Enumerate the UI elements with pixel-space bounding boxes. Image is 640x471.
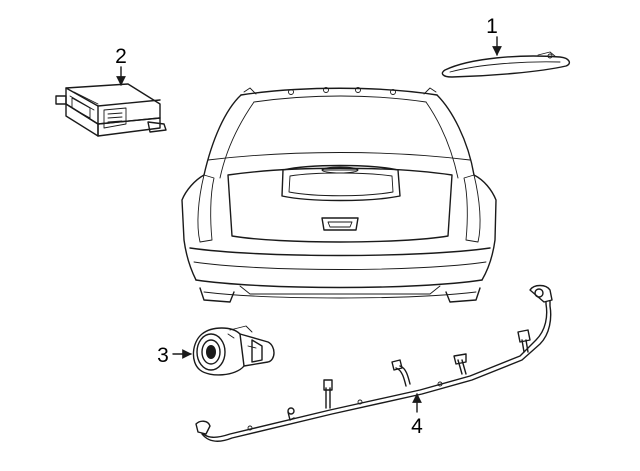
part-2-control-module bbox=[55, 83, 167, 137]
callout-1: 1 bbox=[486, 15, 502, 56]
callout-4-label: 4 bbox=[411, 415, 423, 438]
callout-3: 3 bbox=[157, 344, 192, 367]
callout-3-label: 3 bbox=[157, 344, 169, 367]
vehicle-rear-view bbox=[181, 87, 497, 303]
part-3-sensor bbox=[192, 325, 275, 376]
part-1-stop-lamp bbox=[441, 51, 571, 78]
part-4-wiring-harness bbox=[195, 284, 553, 442]
callout-4: 4 bbox=[411, 393, 423, 438]
callout-2-label: 2 bbox=[115, 45, 127, 68]
callout-1-label: 1 bbox=[486, 15, 498, 38]
callout-2: 2 bbox=[115, 45, 127, 86]
